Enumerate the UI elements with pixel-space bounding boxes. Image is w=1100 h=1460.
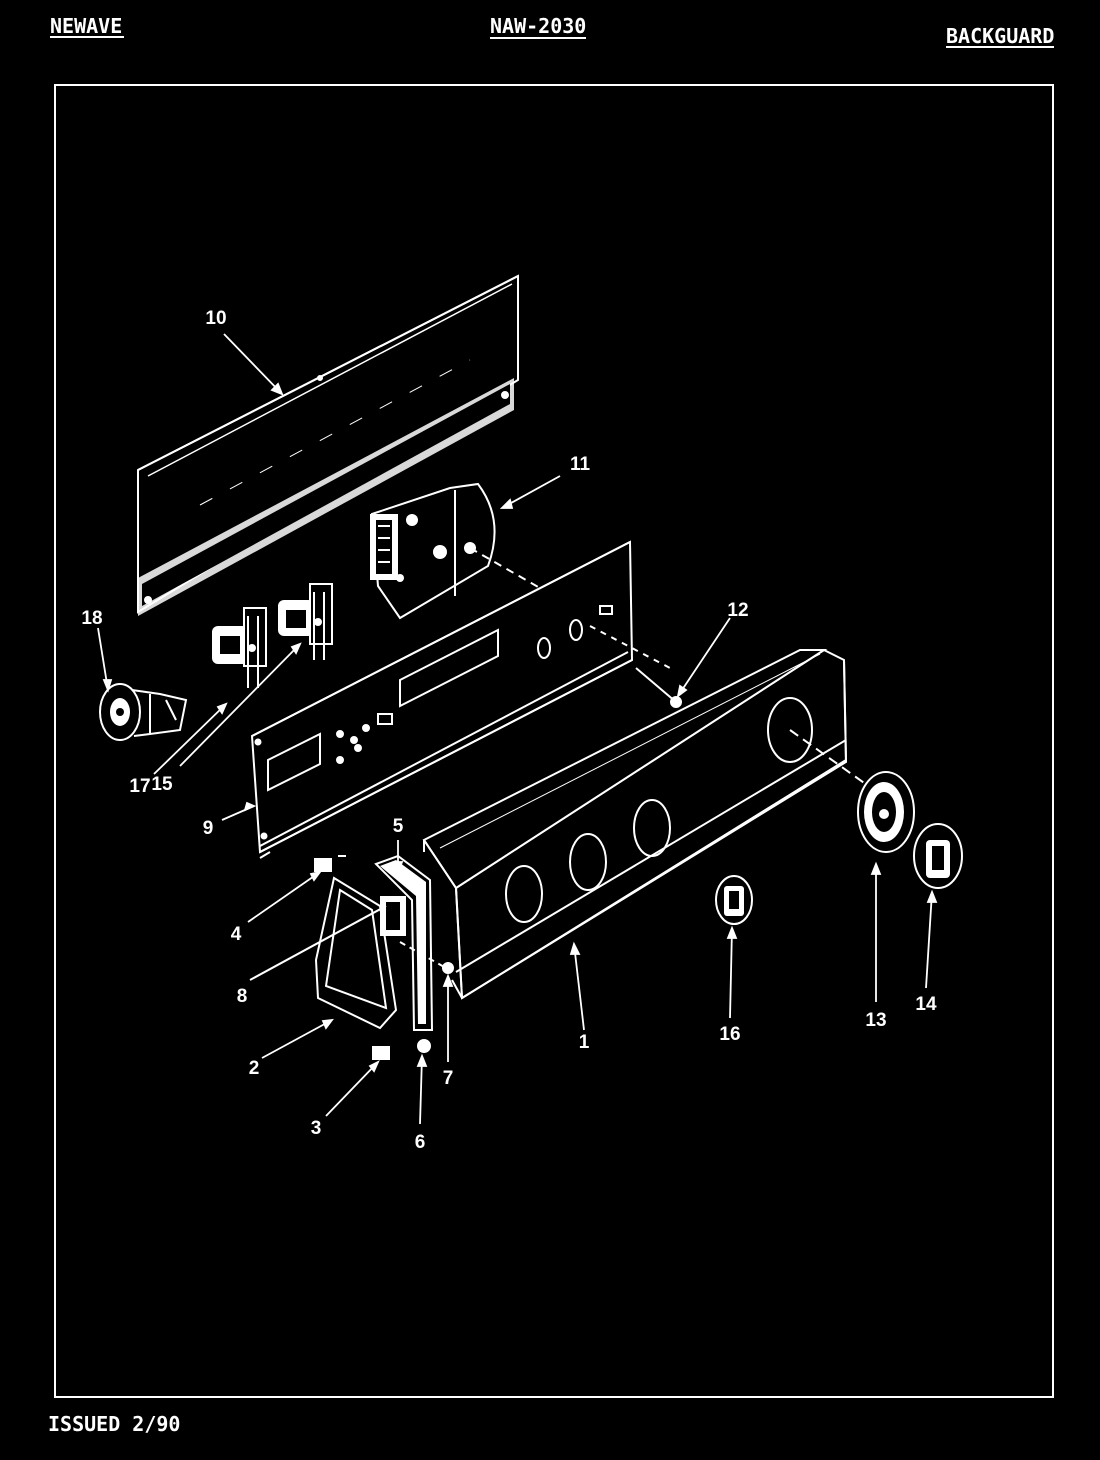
part-9-control-panel [250,540,671,859]
callout-7: 7 [443,1068,454,1089]
callout-3: 3 [311,1118,322,1139]
callout-12: 12 [727,600,748,621]
part-6-nut [417,1039,431,1053]
part-12-screw [635,667,682,708]
callout-1: 1 [579,1032,590,1053]
part-14-dial-knob [913,823,963,889]
brand-underline [50,36,124,38]
part-3-clip [372,1046,390,1060]
part-8-bracket [249,905,387,981]
part-18-selector-switch [99,683,188,741]
callout-10: 10 [205,308,226,329]
part-10-rear-panel [137,274,519,616]
callout-15: 15 [151,774,173,795]
part-15-switch [278,583,333,660]
callout-2: 2 [249,1058,260,1079]
leader-lines [97,333,938,1125]
issued-date: ISSUED 2/90 [48,1412,181,1436]
model-underline [490,37,586,39]
callout-14: 14 [915,994,937,1015]
part-4-clip [314,855,346,872]
callout-16: 16 [719,1024,740,1045]
callout-13: 13 [865,1010,886,1031]
part-17-switch [212,607,267,688]
section-underline [946,46,1054,48]
part-1-backguard-housing [422,648,875,1000]
callout-4: 4 [231,924,242,945]
brand-label: NEWAVE [50,14,123,38]
part-7-screw [399,941,454,974]
part-11-timer [370,482,541,620]
part-2-end-cap [314,876,406,1030]
part-13-dial-skirt [857,771,915,853]
callout-labels: 10 11 12 18 17 15 9 5 4 8 2 3 6 7 1 16 1… [81,308,937,1153]
callout-17: 17 [129,776,150,797]
callout-5: 5 [393,816,404,837]
callout-18: 18 [81,608,102,629]
diagram-frame [54,84,1054,1398]
part-16-knob [715,875,753,925]
callout-11: 11 [570,454,591,475]
section-label: BACKGUARD [946,24,1055,48]
callout-9: 9 [203,818,214,839]
model-label: NAW-2030 [490,14,587,38]
callout-6: 6 [415,1132,426,1153]
callout-8: 8 [237,986,248,1007]
